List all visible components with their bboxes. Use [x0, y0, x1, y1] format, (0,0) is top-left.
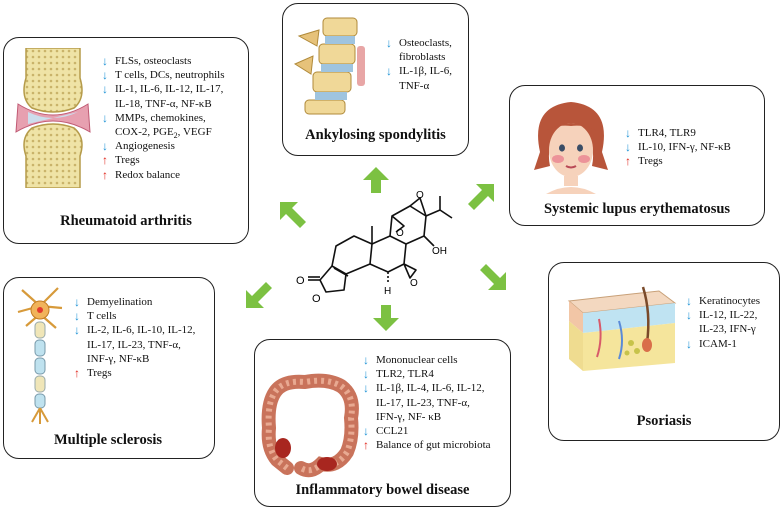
sle-item-1: ↓TLR4, TLR9 [625, 126, 696, 140]
ms-panel: ↓Demyelination ↓T cells ↓IL-2, IL-6, IL-… [3, 277, 215, 459]
svg-text:O: O [416, 190, 424, 201]
down-arrow-icon: ↓ [363, 367, 369, 382]
ra-item-2: ↓T cells, DCs, neutrophils [102, 68, 225, 83]
down-arrow-icon: ↓ [686, 294, 692, 308]
pointer-arrow-ms [246, 282, 272, 308]
pointer-arrow-as [363, 167, 389, 193]
ibd-panel: ↓Mononuclear cells ↓TLR2, TLR4 ↓IL-1β, I… [254, 339, 511, 507]
up-arrow-icon: ↑ [102, 167, 108, 182]
ra-item-5: ↓Angiogenesis [102, 139, 175, 154]
ibd-item-4: ↓CCL21 [363, 424, 409, 439]
pso-items: ↓Keratinocytes ↓IL-12, IL-22, IL-23, IFN… [686, 294, 761, 351]
pointer-arrow-pso [480, 264, 506, 290]
sle-title: Systemic lupus erythematosus [543, 201, 731, 217]
pso-item-3: ↓ICAM-1 [686, 336, 737, 351]
pointer-arrow-ibd [373, 305, 399, 331]
down-arrow-icon: ↓ [74, 323, 80, 338]
knee-joint-icon [15, 48, 91, 188]
down-arrow-icon: ↓ [363, 381, 369, 396]
pso-item-1: ↓Keratinocytes [686, 294, 761, 308]
face-rash-icon [534, 102, 608, 194]
ra-item-7: ↑Redox balance [102, 167, 181, 182]
svg-text:O: O [296, 275, 305, 287]
down-arrow-icon: ↓ [74, 295, 80, 309]
pso-title: Psoriasis [636, 413, 692, 429]
ms-item-1: ↓Demyelination [74, 295, 153, 309]
down-arrow-icon: ↓ [625, 140, 631, 155]
neuron-icon [17, 287, 63, 424]
up-arrow-icon: ↑ [102, 153, 108, 168]
down-arrow-icon: ↓ [386, 36, 392, 50]
down-arrow-icon: ↓ [102, 139, 108, 154]
ibd-items: ↓Mononuclear cells ↓TLR2, TLR4 ↓IL-1β, I… [363, 353, 491, 453]
ibd-item-3: ↓IL-1β, IL-4, IL-6, IL-12, [363, 381, 485, 396]
up-arrow-icon: ↑ [625, 154, 631, 169]
as-item-2: ↓IL-1β, IL-6, [386, 64, 452, 79]
ra-item-1: ↓FLSs, osteoclasts [102, 54, 192, 68]
ms-item-3: ↓IL-2, IL-6, IL-10, IL-12, [74, 323, 196, 338]
as-title: Ankylosing spondylitis [305, 127, 446, 143]
ibd-item-5: ↑Balance of gut microbiota [363, 438, 491, 453]
ms-item-4: ↑Tregs [74, 366, 112, 381]
ibd-item-1: ↓Mononuclear cells [363, 353, 458, 367]
up-arrow-icon: ↑ [363, 438, 369, 453]
sle-item-2: ↓IL-10, IFN-γ, NF-κB [625, 140, 731, 155]
down-arrow-icon: ↓ [102, 68, 108, 83]
pointer-arrow-sle [468, 184, 494, 210]
svg-text:OH: OH [432, 246, 447, 257]
up-arrow-icon: ↑ [74, 366, 80, 381]
skin-layers-icon [567, 286, 677, 371]
ra-title: Rheumatoid arthritis [60, 213, 192, 229]
down-arrow-icon: ↓ [686, 308, 692, 323]
sle-items: ↓TLR4, TLR9 ↓IL-10, IFN-γ, NF-κB ↑Tregs [625, 126, 731, 169]
svg-text:O: O [410, 278, 418, 289]
ms-title: Multiple sclerosis [53, 432, 163, 448]
svg-text:H: H [384, 286, 391, 297]
ra-items: ↓FLSs, osteoclasts ↓T cells, DCs, neutro… [102, 54, 225, 182]
down-arrow-icon: ↓ [363, 353, 369, 367]
ra-item-6: ↑Tregs [102, 153, 140, 168]
ibd-title: Inflammatory bowel disease [295, 482, 470, 498]
down-arrow-icon: ↓ [686, 336, 692, 351]
compound-structure: O O O O O OH H [296, 190, 453, 305]
down-arrow-icon: ↓ [363, 424, 369, 439]
down-arrow-icon: ↓ [625, 126, 631, 140]
ra-panel: ↓FLSs, osteoclasts ↓T cells, DCs, neutro… [3, 37, 249, 244]
down-arrow-icon: ↓ [102, 110, 108, 125]
colon-icon [261, 373, 359, 478]
svg-text:O: O [396, 228, 404, 239]
sle-item-3: ↑Tregs [625, 154, 663, 169]
down-arrow-icon: ↓ [102, 82, 108, 97]
ra-item-3: ↓IL-1, IL-6, IL-12, IL-17, [102, 82, 224, 97]
as-panel: ↓Osteoclasts, fibroblasts ↓IL-1β, IL-6, … [282, 3, 469, 156]
ms-items: ↓Demyelination ↓T cells ↓IL-2, IL-6, IL-… [74, 295, 196, 381]
svg-text:O: O [312, 293, 321, 305]
down-arrow-icon: ↓ [102, 54, 108, 68]
ms-item-2: ↓T cells [74, 309, 117, 324]
ra-item-4-cont: COX-2, PGE2, VEGF [115, 126, 212, 141]
pointer-arrow-ra [280, 202, 306, 228]
pso-item-2: ↓IL-12, IL-22, [686, 308, 758, 323]
sle-panel: ↓TLR4, TLR9 ↓IL-10, IFN-γ, NF-κB ↑Tregs … [509, 85, 765, 226]
ra-item-4: ↓MMPs, chemokines, [102, 110, 206, 125]
as-items: ↓Osteoclasts, fibroblasts ↓IL-1β, IL-6, … [386, 36, 452, 92]
pso-panel: ↓Keratinocytes ↓IL-12, IL-22, IL-23, IFN… [548, 262, 780, 441]
ibd-item-2: ↓TLR2, TLR4 [363, 367, 434, 382]
down-arrow-icon: ↓ [386, 64, 392, 79]
down-arrow-icon: ↓ [74, 309, 80, 324]
as-item-1: ↓Osteoclasts, [386, 36, 452, 50]
spine-icon [293, 17, 365, 115]
